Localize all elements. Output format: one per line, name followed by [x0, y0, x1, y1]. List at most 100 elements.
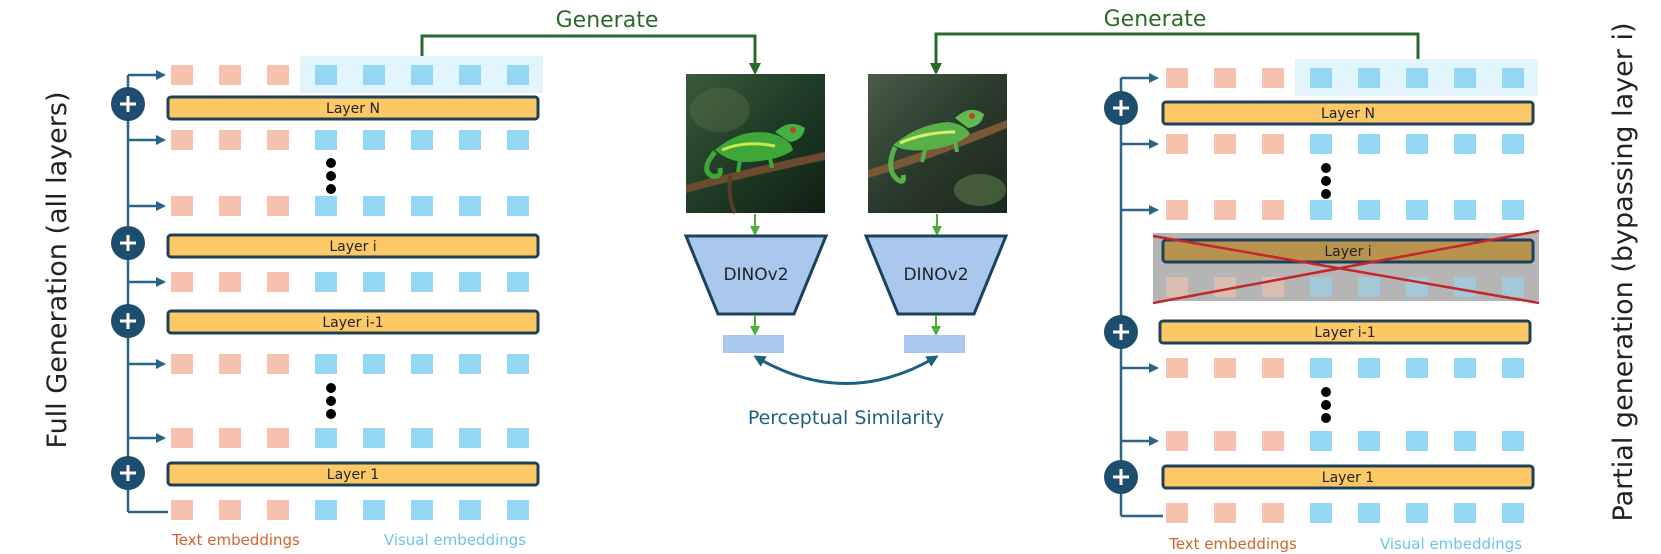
visual-embeddings-label: Visual embeddings: [1380, 535, 1522, 553]
text-token: [267, 272, 289, 292]
text-token: [171, 130, 193, 150]
visual-token: [363, 354, 385, 374]
right-panel: Layer N Layer i Layer i-1 Layer 1 Text e…: [1104, 59, 1540, 553]
text-token: [267, 428, 289, 448]
perceptual-similarity-label: Perceptual Similarity: [748, 407, 944, 429]
text-token: [267, 196, 289, 216]
visual-token: [1406, 503, 1428, 523]
left-panel: Layer N Layer i Layer i-1 Layer 1 Text e…: [111, 56, 543, 549]
visual-token: [411, 354, 433, 374]
visual-token: [459, 130, 481, 150]
visual-token: [1310, 431, 1332, 451]
dinov2-encoder-left: DINOv2: [683, 234, 829, 316]
visual-token: [1454, 431, 1476, 451]
text-token: [219, 354, 241, 374]
text-token: [1214, 134, 1236, 154]
visual-token: [507, 196, 529, 216]
visual-token: [1502, 200, 1524, 220]
layer-i-label: Layer i: [329, 239, 376, 255]
right-token-rows: [1166, 68, 1524, 523]
visual-token: [315, 65, 337, 85]
generated-image-partial: [868, 74, 1007, 213]
visual-token: [1358, 431, 1380, 451]
visual-token: [507, 65, 529, 85]
visual-token: [1358, 358, 1380, 378]
visual-token: [1358, 503, 1380, 523]
encoder-label-left: DINOv2: [723, 265, 788, 285]
layer-1-label: Layer 1: [1322, 470, 1374, 486]
visual-token: [315, 130, 337, 150]
text-token: [1214, 200, 1236, 220]
visual-token: [507, 130, 529, 150]
text-token: [1262, 503, 1284, 523]
visual-token: [1454, 358, 1476, 378]
text-token: [267, 65, 289, 85]
visual-token: [411, 65, 433, 85]
right-panel-title: Partial generation (bypassing layer i): [1608, 22, 1639, 521]
add-node: [1104, 460, 1138, 494]
visual-token: [507, 500, 529, 520]
text-token: [219, 500, 241, 520]
visual-token: [1502, 503, 1524, 523]
layer-n-label: Layer N: [1321, 106, 1375, 122]
text-token: [1166, 503, 1188, 523]
text-token: [219, 196, 241, 216]
visual-token: [1454, 277, 1476, 297]
visual-token: [1406, 68, 1428, 88]
visual-token: [459, 500, 481, 520]
visual-embeddings-label: Visual embeddings: [384, 531, 526, 549]
visual-token: [459, 354, 481, 374]
text-token: [267, 354, 289, 374]
visual-token: [1310, 358, 1332, 378]
visual-token: [507, 428, 529, 448]
text-token: [1214, 68, 1236, 88]
text-token: [171, 196, 193, 216]
layer-1-bar: Layer 1: [166, 461, 540, 487]
add-node: [111, 226, 145, 260]
visual-token: [1454, 200, 1476, 220]
right-residual-flow: [1104, 73, 1163, 518]
visual-token: [363, 196, 385, 216]
text-token: [171, 500, 193, 520]
visual-token: [1310, 503, 1332, 523]
visual-token: [1358, 68, 1380, 88]
layer-n-bar: Layer N: [1161, 100, 1535, 126]
text-token: [1166, 277, 1188, 297]
text-token: [267, 500, 289, 520]
visual-token: [411, 428, 433, 448]
text-token: [1262, 358, 1284, 378]
feature-vector-right: [904, 335, 965, 353]
visual-token: [1502, 277, 1524, 297]
text-token: [1214, 503, 1236, 523]
layer-1-label: Layer 1: [327, 467, 379, 483]
layer-n-bar: Layer N: [166, 95, 540, 121]
visual-token: [315, 196, 337, 216]
visual-token: [459, 272, 481, 292]
add-node: [111, 304, 145, 338]
layer-i-bar: Layer i: [166, 233, 540, 259]
ellipsis-dots: [1321, 163, 1331, 199]
feature-vector-left: [723, 335, 784, 353]
visual-token: [1502, 431, 1524, 451]
generate-arrow-left: Generate: [420, 8, 761, 75]
text-token: [267, 130, 289, 150]
visual-token: [1310, 68, 1332, 88]
ellipsis-dots: [326, 158, 336, 194]
visual-token: [1406, 134, 1428, 154]
text-token: [1262, 431, 1284, 451]
text-token: [1166, 431, 1188, 451]
text-token: [219, 428, 241, 448]
text-token: [1262, 68, 1284, 88]
text-token: [171, 354, 193, 374]
visual-token: [1358, 134, 1380, 154]
bypassed-layer-i-bar: Layer i: [1161, 238, 1535, 264]
visual-token: [1310, 200, 1332, 220]
visual-token: [315, 500, 337, 520]
text-embeddings-label: Text embeddings: [1168, 535, 1297, 553]
text-token: [1214, 358, 1236, 378]
ellipsis-dots: [1321, 387, 1331, 423]
generated-image-full: [686, 74, 825, 214]
text-token: [1214, 431, 1236, 451]
visual-token: [411, 272, 433, 292]
